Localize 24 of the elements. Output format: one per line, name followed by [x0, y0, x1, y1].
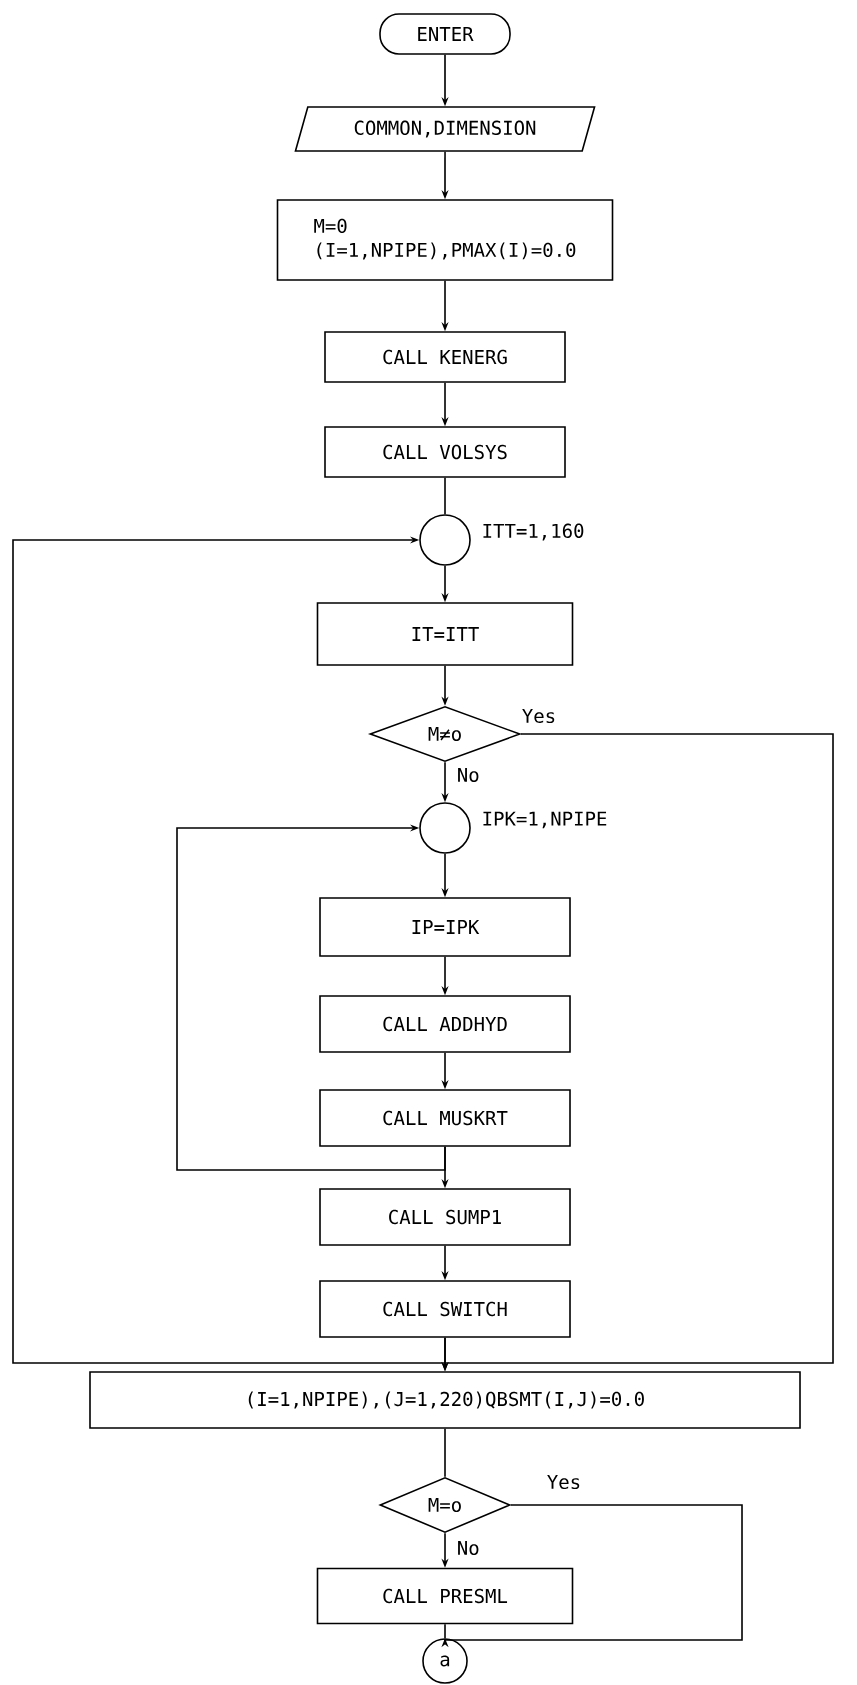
connector-circle [419, 514, 471, 566]
process-box: CALL PRESML [316, 1567, 574, 1625]
process-box: CALL KENERG [324, 331, 566, 383]
process-box: CALL MUSKRT [319, 1089, 571, 1147]
process-box: M=0 (I=1,NPIPE),PMAX(I)=0.0 [276, 199, 614, 281]
loop-label: ITT=1,160 [483, 523, 584, 541]
edge-label: Yes [522, 708, 555, 724]
process-box: CALL VOLSYS [324, 426, 566, 478]
edge-label: Yes [547, 1474, 580, 1490]
process-box: CALL SUMP1 [319, 1188, 571, 1246]
process-box: IT=ITT [316, 602, 574, 666]
loop-label: IPK=1,NPIPE [483, 811, 607, 829]
edge-label: No [458, 1540, 479, 1556]
process-box: IP=IPK [319, 897, 571, 957]
connector-circle [419, 802, 471, 854]
edge-label: No [458, 767, 479, 783]
arrow [176, 824, 446, 1171]
io-parallelogram: COMMON,DIMENSION [294, 106, 596, 152]
process-box: CALL ADDHYD [319, 995, 571, 1053]
terminal-box: ENTER [379, 13, 511, 55]
arrow [441, 1504, 743, 1648]
process-box: (I=1,NPIPE),(J=1,220)QBSMT(I,J)=0.0 [89, 1371, 801, 1429]
process-box: CALL SWITCH [319, 1280, 571, 1338]
arrow [12, 536, 446, 1364]
